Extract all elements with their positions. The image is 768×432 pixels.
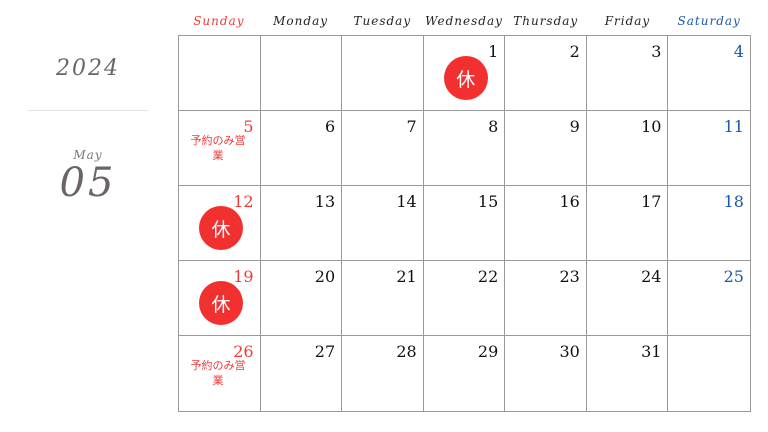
calendar-cell: 18 <box>668 186 750 261</box>
calendar-cell: 8 <box>423 111 506 186</box>
year-label: 2024 <box>56 56 120 81</box>
day-number: 28 <box>396 342 417 361</box>
month-name: May <box>73 148 103 162</box>
day-number: 20 <box>314 267 336 286</box>
day-number: 9 <box>569 117 580 136</box>
calendar-cell: 10 <box>586 111 669 186</box>
calendar-cell: 3 <box>586 36 669 111</box>
calendar-cell: 14 <box>342 186 424 261</box>
calendar-cell: 31 <box>587 336 669 411</box>
weekday-tuesday: Tuesday <box>353 14 412 28</box>
weekday-thursday: Thursday <box>513 14 579 28</box>
day-number: 31 <box>641 342 662 361</box>
day-number: 7 <box>406 117 417 136</box>
calendar-cell: 4 <box>668 36 750 111</box>
reservation-only-note: 予約のみ営業 <box>190 359 246 387</box>
day-number: 13 <box>314 192 336 211</box>
day-number: 22 <box>477 267 499 286</box>
month-number: 05 <box>59 160 117 206</box>
weekday-wednesday: Wednesday <box>425 14 503 28</box>
calendar-cell <box>668 336 750 411</box>
calendar-cell: 30 <box>505 336 587 411</box>
day-number: 15 <box>477 192 499 211</box>
day-number: 5 <box>243 117 254 136</box>
weekday-saturday: Saturday <box>677 14 741 28</box>
day-number: 10 <box>641 117 662 136</box>
calendar-cell: 24 <box>586 261 669 336</box>
calendar-cell <box>179 36 261 111</box>
day-number: 25 <box>723 267 744 286</box>
calendar-cell: 25 <box>668 261 750 336</box>
divider <box>28 110 148 111</box>
calendar-cell: 21 <box>342 261 424 336</box>
calendar-cell: 17 <box>586 186 669 261</box>
weekday-monday: Monday <box>273 14 328 28</box>
calendar-cell: 22 <box>423 261 506 336</box>
calendar-cell: 15 <box>423 186 506 261</box>
calendar-cell: 16 <box>505 186 587 261</box>
day-number: 18 <box>723 192 744 211</box>
day-number: 19 <box>233 267 254 286</box>
closed-badge: 休 <box>443 56 488 100</box>
day-number: 26 <box>233 342 254 361</box>
calendar-cell <box>260 36 343 111</box>
reservation-only-note: 予約のみ営業 <box>190 134 246 162</box>
day-number: 23 <box>559 267 580 286</box>
closed-badge: 休 <box>199 281 243 325</box>
weekday-sunday: Sunday <box>193 14 245 28</box>
day-number: 24 <box>641 267 662 286</box>
weekday-headers: Sunday Monday Tuesday Wednesday Thursday… <box>178 14 750 28</box>
calendar-cell: 27 <box>261 336 343 411</box>
day-number: 2 <box>569 42 580 61</box>
calendar-cell: 2 <box>505 36 587 111</box>
calendar-cell: 23 <box>505 261 587 336</box>
day-number: 14 <box>396 192 417 211</box>
day-number: 16 <box>559 192 580 211</box>
day-number: 12 <box>233 192 254 211</box>
day-number: 6 <box>324 117 336 136</box>
day-number: 30 <box>559 342 580 361</box>
day-number: 21 <box>396 267 417 286</box>
day-number: 8 <box>488 117 499 136</box>
day-number: 29 <box>477 342 499 361</box>
day-number: 1 <box>488 42 499 61</box>
calendar-cell <box>342 36 424 111</box>
day-number: 17 <box>641 192 662 211</box>
weekday-friday: Friday <box>604 14 651 28</box>
calendar-cell: 20 <box>260 261 343 336</box>
calendar-cell: 9 <box>505 111 587 186</box>
day-number: 11 <box>723 117 744 136</box>
calendar-cell: 6 <box>260 111 343 186</box>
calendar-cell: 13 <box>260 186 343 261</box>
closed-badge: 休 <box>199 206 243 250</box>
day-number: 4 <box>733 42 744 61</box>
day-number: 3 <box>651 42 662 61</box>
calendar-cell: 29 <box>424 336 506 411</box>
day-number: 27 <box>314 342 336 361</box>
calendar-cell: 28 <box>342 336 424 411</box>
calendar-cell: 11 <box>668 111 750 186</box>
calendar-cell: 7 <box>342 111 424 186</box>
